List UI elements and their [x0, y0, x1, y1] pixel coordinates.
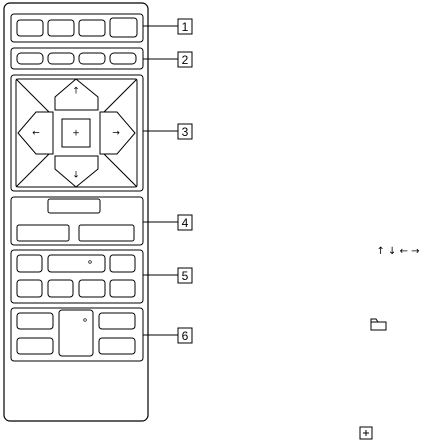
section-6-dot: [84, 319, 87, 322]
right-arrow-icon: →: [112, 129, 120, 139]
section-6-button-top-right[interactable]: [99, 313, 135, 329]
section-6-button-bottom-left[interactable]: [17, 338, 53, 354]
callout-5: 5: [143, 268, 192, 283]
section-1-button-4[interactable]: [110, 18, 137, 37]
section-1-button-1[interactable]: [17, 20, 43, 36]
callout-6: 6: [143, 328, 192, 343]
section-6-button-bottom-right[interactable]: [99, 338, 135, 354]
callout-1: 1: [143, 19, 192, 34]
folder-icon: [371, 319, 386, 330]
section-4-right-button[interactable]: [79, 225, 134, 241]
callout-5-label: 5: [182, 269, 189, 283]
section-5-button-top-left[interactable]: [17, 255, 42, 272]
up-arrow-icon: ↑: [72, 87, 80, 97]
callout-1-label: 1: [182, 20, 189, 34]
section-2-button-2[interactable]: [48, 53, 74, 64]
section-5-button-top-right[interactable]: [110, 255, 135, 272]
section-5-button-bottom-3[interactable]: [79, 280, 105, 297]
left-arrow-icon: ←: [32, 129, 40, 139]
callout-2: 2: [143, 52, 192, 67]
section-1-button-2[interactable]: [48, 20, 74, 36]
callout-4-label: 4: [182, 216, 189, 230]
section-2-button-3[interactable]: [79, 53, 105, 64]
section-2-button-1[interactable]: [17, 53, 43, 64]
callout-2-label: 2: [182, 53, 189, 67]
section-5-button-bottom-1[interactable]: [17, 280, 42, 297]
callout-6-label: 6: [182, 329, 189, 343]
down-arrow-icon: ↓: [72, 171, 80, 181]
section-6-button-top-left[interactable]: [17, 313, 53, 329]
section-5-button-bottom-2[interactable]: [48, 280, 73, 297]
section-4-top-button[interactable]: [48, 199, 100, 213]
section-2-button-4[interactable]: [110, 53, 136, 64]
section-4-left-button[interactable]: [17, 225, 69, 241]
section-5-dot: [89, 261, 92, 264]
callout-3: 3: [143, 124, 192, 139]
section-1-button-3[interactable]: [79, 20, 105, 36]
callout-4: 4: [143, 215, 192, 230]
section-5-button-bottom-4[interactable]: [110, 280, 135, 297]
plus-in-box-icon: [360, 427, 372, 439]
center-plus-icon: +: [72, 129, 80, 139]
arrow-keys-glyphs: ↑ ↓ ← →: [376, 246, 419, 257]
callout-3-label: 3: [182, 125, 189, 139]
section-5-button-top-center[interactable]: [48, 255, 105, 272]
section-6-button-tall-center[interactable]: [59, 310, 93, 356]
